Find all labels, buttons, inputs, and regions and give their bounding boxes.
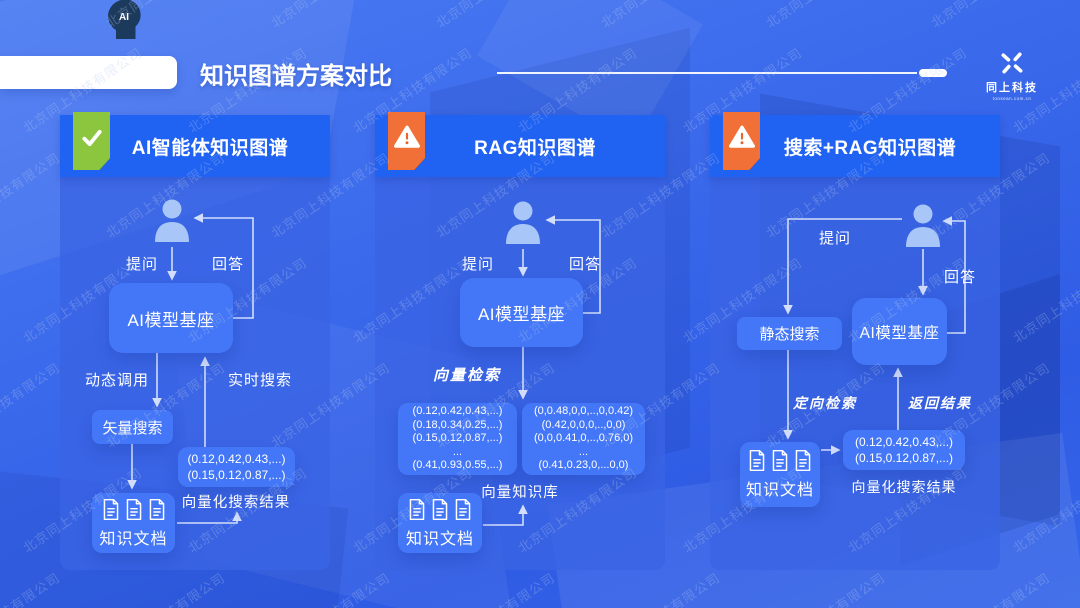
warning-icon [393,125,420,148]
node-vector-results: (0.12,0.42,0.43,...) (0.15,0.12,0.87,...… [843,430,965,470]
kb-line: ... [578,445,589,458]
node-vector-search: 矢量搜索 [92,410,173,444]
panel3-title: 搜索+RAG知识图谱 [783,137,957,159]
ribbon-fold [749,158,760,170]
warning-ribbon [388,112,425,170]
caption-vectorized-results: 向量化搜索结果 [181,495,291,511]
label-ask: 提问 [818,230,851,247]
user-icon [506,201,540,244]
doc-icons [102,498,166,521]
panel1-header: AI智能体知识图谱 [60,112,330,177]
ribbon-fold [99,158,110,170]
title-tab [0,56,177,89]
node-vector-results: (0.12,0.42,0.43,...) (0.15,0.12,0.87,...… [178,447,295,487]
node-kb-left: (0.12,0.42,0.43,...) (0.18,0.34,0.25,...… [398,403,517,475]
label-ask: 提问 [461,256,494,273]
node-ai-model: AI模型基座 [460,278,583,347]
svg-text:AI: AI [119,12,129,23]
ai-head-icon: AI [108,0,141,39]
doc-icons [408,498,472,521]
docs-label: 知识文档 [405,530,474,548]
document-icon [149,498,164,520]
document-icon [103,498,118,520]
caption-vector-kb: 向量知识库 [481,485,559,501]
ribbon-fold [414,158,425,170]
warning-ribbon [723,112,760,170]
label-answer: 回答 [211,256,244,273]
node-knowledge-docs: 知识文档 [740,442,820,507]
document-icon [749,449,765,472]
document-icon [455,498,471,520]
docs-label: 知识文档 [99,530,168,548]
document-icon [432,498,448,520]
kb-line: (0.41,0.93,0.55,...) [412,459,503,472]
label-dynamic-call: 动态调用 [84,372,149,389]
docs-label: 知识文档 [745,482,814,499]
panel-rag-kg: RAG知识图谱 提问 回答 AI模型基座 向量检索 (0.12,0.42,0.4… [375,112,665,570]
document-icon [795,449,811,472]
vector-line: (0.15,0.12,0.87,...) [854,451,954,465]
panel2-header: RAG知识图谱 [375,112,665,177]
label-directed-retrieval: 定向检索 [793,395,857,411]
logo-domain: tonsean.com.cn [992,96,1032,101]
header-rule-cap [919,69,947,77]
caption-vectorized-results: 向量化搜索结果 [851,479,957,495]
node-ai-model: AI模型基座 [852,298,947,365]
vector-line: (0.12,0.42,0.43,...) [187,452,286,466]
node-static-search: 静态搜索 [737,317,842,350]
logo-name: 同上科技 [986,82,1038,94]
panel3-header: 搜索+RAG知识图谱 [710,112,1000,177]
kb-line: (0,0.48,0,0,..,0,0.42) [533,405,634,418]
document-icon [772,449,788,472]
doc-icons [748,449,812,472]
label-return-result: 返回结果 [908,395,972,411]
kb-line: (0,0,0.41,0,..,0.76,0) [533,432,634,445]
kb-line: (0.18,0.34,0.25,...) [412,418,503,431]
label-answer: 回答 [568,256,601,273]
kb-line: (0.15,0.12,0.87,...) [412,432,503,445]
page-title: 知识图谱方案对比 [200,63,392,90]
label-answer: 回答 [943,269,976,286]
node-knowledge-docs: 知识文档 [398,493,482,553]
node-kb-right: (0,0.48,0,0,..,0,0.42) (0.42,0,0,0,..,0,… [522,403,645,475]
panel-ai-agent-kg: AI智能体知识图谱 提问 回答 AI模型基座 动态调用 实时搜索 矢量搜索 (0 [60,112,330,570]
document-icon [126,498,141,520]
kb-line: (0.41,0.23,0,...0,0) [538,459,629,472]
pinwheel-icon [1001,52,1023,74]
label-vector-retrieval: 向量检索 [432,367,501,384]
user-icon [155,199,189,242]
check-icon [81,129,102,147]
label-ask: 提问 [125,256,158,273]
label-realtime-search: 实时搜索 [227,372,292,389]
node-ai-model: AI模型基座 [109,283,233,353]
panel2-title: RAG知识图谱 [474,137,596,159]
warning-icon [728,125,755,148]
vector-line: (0.15,0.12,0.87,...) [187,468,286,482]
panel1-title: AI智能体知识图谱 [131,137,289,159]
header-rule [497,72,917,74]
user-icon [906,204,940,247]
company-logo: 同上科技 tonsean.com.cn [980,48,1044,101]
kb-line: (0.42,0,0,0,..,0,0) [541,418,626,431]
kb-line: (0.12,0.42,0.43,...) [412,405,503,418]
check-ribbon [73,112,110,170]
kb-line: ... [452,445,463,458]
vector-line: (0.12,0.42,0.43,...) [854,435,954,449]
node-knowledge-docs: 知识文档 [92,493,175,553]
panel-search-rag-kg: 搜索+RAG知识图谱 提问 回答 静态搜索 AI模型基座 定向检索 返回结果 [710,112,1000,570]
document-icon [409,498,425,520]
